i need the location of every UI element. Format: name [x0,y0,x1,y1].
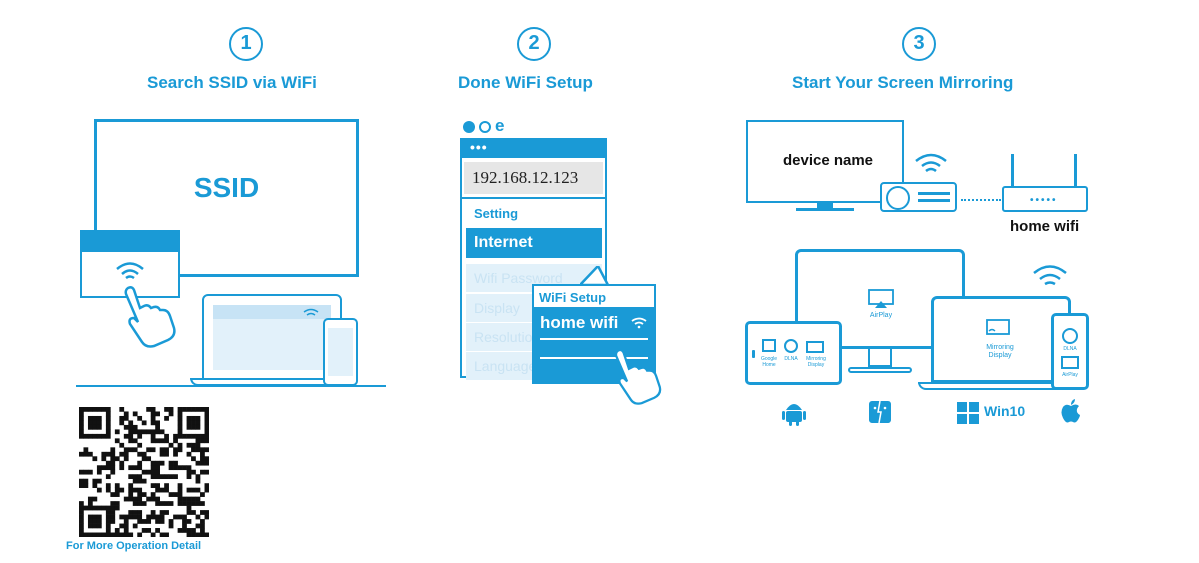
google-home-icon [762,339,776,352]
browser-titlebar [460,138,607,158]
monitor-stand [868,349,892,367]
windows-icon [957,402,979,424]
tv-stand [817,203,833,209]
connection-line [961,199,1001,201]
popup-pointing-hand-icon [614,348,662,405]
phone-label-airplay: AirPlay [1062,372,1078,378]
laptop-wifi-icon [303,308,319,316]
chrome-icon [463,121,475,133]
projector-vent-2 [918,199,950,202]
device-name-label: device name [782,152,874,169]
router-antenna-left [1011,154,1014,194]
mirroring-icon [806,341,824,353]
dlna-icon [784,339,798,353]
macos-finder-icon [869,400,891,424]
monitor-airplay-label: AirPlay [869,312,893,319]
step-1-number: 1 [229,27,263,61]
phone-3 [1051,313,1089,390]
step-3-title: Start Your Screen Mirroring [792,73,1014,92]
laptop-3 [931,296,1071,383]
tablet-label-dlna: DLNA [784,356,798,362]
router [1002,186,1088,212]
ssid-label: SSID [193,172,260,203]
android-icon [782,404,806,426]
projector-wifi-icon [915,153,947,173]
phone-airplay-icon [1061,356,1079,369]
qr-code[interactable] [79,407,210,538]
wifi-icon [116,262,144,280]
ie-icon: e [495,116,505,135]
popup-pointer [580,266,610,286]
router-lights: ••••• [1030,195,1058,206]
address-bar[interactable]: 192.168.12.123 [464,162,603,194]
laptop-display-bar [213,305,331,319]
menu-item-internet[interactable]: Internet [466,228,602,258]
popup-title: WiFi Setup [539,290,607,305]
step-2-number: 2 [517,27,551,61]
home-wifi-label: home wifi [1010,218,1080,235]
router-wifi-icon [1033,265,1067,286]
airplay-icon [868,289,894,308]
laptop-mirroring-label: Mirroring Display [986,344,1014,359]
tablet [745,321,842,385]
projector-lens [886,186,910,210]
tv-device [746,120,904,203]
safari-icon [479,121,491,133]
tablet-label-mirroring: Mirroring Display [806,356,826,368]
qr-caption: For More Operation Detail [66,540,202,552]
step-2-title: Done WiFi Setup [458,73,593,92]
step-3-number: 3 [902,27,936,61]
win10-label: Win10 [984,403,1026,419]
pointing-hand-icon [124,286,176,348]
tv-stand-base [796,208,854,211]
router-antenna-right [1074,154,1077,194]
tablet-label-google-home: Google Home [760,356,778,368]
desk-line [76,385,386,387]
phone-dlna-icon [1062,328,1078,344]
projector-vent [918,192,950,195]
wifi-card-header [80,230,180,252]
popup-line-1 [540,338,648,340]
browser-dots: ••• [470,139,488,155]
mirroring-display-icon [986,319,1010,335]
popup-line-2 [540,357,648,359]
popup-network-name[interactable]: home wifi [540,313,619,332]
monitor-base [848,367,912,373]
address-divider [462,197,605,199]
tablet-button [752,350,755,358]
phone-label-dlna: DLNA [1063,346,1077,352]
phone-display [328,328,353,376]
apple-icon [1061,399,1080,423]
popup-wifi-icon [631,317,647,329]
step-1-title: Search SSID via WiFi [147,73,317,92]
setting-label: Setting [474,206,519,221]
